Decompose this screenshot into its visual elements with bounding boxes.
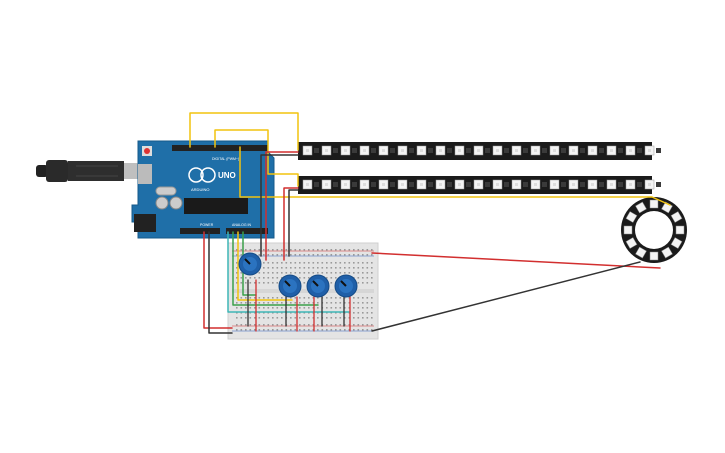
- strip-solder-pad: [390, 148, 395, 153]
- strip-solder-pad: [333, 148, 338, 153]
- strip-solder-pad: [599, 182, 604, 187]
- wire-green-a3: [242, 231, 257, 296]
- arduino-board: ARDUINO UNO DIGITAL (PWM~) POWER ANALOG …: [131, 140, 275, 239]
- ring-pixel: [675, 225, 685, 235]
- ring-pixel: [635, 246, 647, 259]
- ring-pixel: [649, 199, 659, 209]
- strip-solder-pad: [466, 148, 471, 153]
- wire-teal-a0: [227, 231, 351, 313]
- strip-solder-pad: [371, 182, 376, 187]
- strip-solder-pad: [485, 148, 490, 153]
- strip-solder-pad: [618, 182, 623, 187]
- potentiometer-2: [278, 274, 302, 298]
- strip-solder-pad: [656, 148, 661, 153]
- wire-yellow-3: [239, 146, 671, 206]
- strip-solder-pad: [428, 182, 433, 187]
- strip-solder-pad: [428, 148, 433, 153]
- strip-solder-pad: [656, 182, 661, 187]
- ring-pixel: [661, 246, 673, 259]
- potentiometer-1: [238, 252, 262, 276]
- usb-cable: [36, 160, 146, 182]
- strip-solder-pad: [504, 182, 509, 187]
- strip-solder-pad: [504, 148, 509, 153]
- wire-red-ring: [371, 252, 661, 269]
- strip-solder-pad: [599, 148, 604, 153]
- ring-pixel: [670, 211, 683, 223]
- led-strip-1: [298, 142, 661, 160]
- strip-solder-pad: [580, 148, 585, 153]
- strip-solder-pad: [466, 182, 471, 187]
- power-label: POWER: [200, 223, 214, 227]
- strip-solder-pad: [314, 182, 319, 187]
- led-strip-2: [298, 176, 661, 194]
- wire-black-ring: [371, 261, 641, 332]
- arduino-brand: ARDUINO: [191, 187, 209, 192]
- wire-black-strip1: [260, 154, 299, 257]
- potentiometer-4: [334, 274, 358, 298]
- strip-solder-pad: [485, 182, 490, 187]
- wire-yellow-a2: [237, 231, 293, 301]
- wire-red-strip2: [283, 187, 299, 261]
- strip-solder-pad: [409, 148, 414, 153]
- wire-red-5v: [203, 231, 233, 329]
- strip-solder-pad: [371, 148, 376, 153]
- wire-black-strip2: [288, 189, 299, 257]
- wire-red-strip1: [265, 151, 299, 261]
- ring-pixel: [649, 251, 659, 261]
- potentiometers: [238, 252, 358, 298]
- neopixel-ring: [621, 197, 687, 263]
- strip-solder-pad: [447, 182, 452, 187]
- strip-solder-pad: [333, 182, 338, 187]
- strip-solder-pad: [523, 182, 528, 187]
- wire-green-a1: [232, 231, 319, 306]
- wire-black-gnd: [208, 231, 233, 334]
- digital-label: DIGITAL (PWM~): [212, 157, 239, 161]
- ring-pixel: [625, 211, 638, 223]
- wire-yellow-1: [189, 112, 299, 151]
- strip-solder-pad: [447, 148, 452, 153]
- wires: [189, 112, 671, 334]
- strip-solder-pad: [409, 182, 414, 187]
- arduino-model: UNO: [218, 171, 236, 180]
- ring-pixel: [623, 225, 633, 235]
- ring-pixel: [635, 201, 647, 214]
- strip-solder-pad: [618, 148, 623, 153]
- strip-solder-pad: [352, 182, 357, 187]
- strip-solder-pad: [542, 182, 547, 187]
- strip-solder-pad: [580, 182, 585, 187]
- strip-solder-pad: [352, 148, 357, 153]
- strip-solder-pad: [637, 182, 642, 187]
- ring-pixel: [670, 237, 683, 249]
- strip-solder-pad: [314, 148, 319, 153]
- potentiometer-3: [306, 274, 330, 298]
- analog-label: ANALOG IN: [232, 223, 252, 227]
- strip-solder-pad: [561, 182, 566, 187]
- ring-pixel: [625, 237, 638, 249]
- strip-solder-pad: [390, 182, 395, 187]
- strip-solder-pad: [561, 148, 566, 153]
- strip-solder-pad: [637, 148, 642, 153]
- strip-solder-pad: [542, 148, 547, 153]
- strip-solder-pad: [523, 148, 528, 153]
